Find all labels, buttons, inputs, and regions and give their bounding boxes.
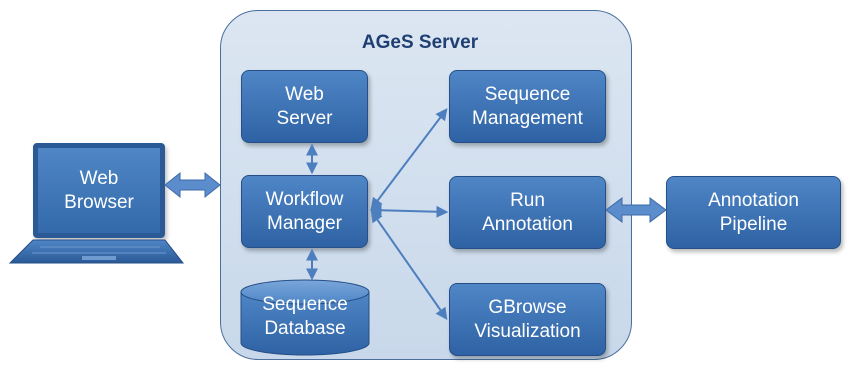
workflow-manager-label-line2: Manager [267,212,342,234]
sequence-database-cylinder [240,279,370,356]
sequence-database-label: Sequence Database [240,293,370,341]
run-annotation-box: Run Annotation [449,176,606,249]
run-annotation-label-line2: Annotation [482,213,573,235]
sequence-management-label-line2: Management [472,107,583,129]
sequence-management-label-line1: Sequence [484,83,571,105]
workflow-run-annotation-arrow [369,204,449,218]
annotation-pipeline-label-line1: Annotation [708,189,799,211]
workflow-manager-label-line1: Workflow [265,188,344,210]
sequence-management-box: Sequence Management [449,70,606,143]
annotation-pipeline-box: Annotation Pipeline [666,176,841,249]
workflow-gbrowse-arrow [370,210,448,320]
ages-server-title: AGeS Server [361,32,479,53]
workflow-manager-box: Workflow Manager [241,175,368,248]
sequence-database-label-line2: Database [264,318,346,339]
gbrowse-visualization-box: GBrowse Visualization [449,283,606,356]
gbrowse-visualization-label-line2: Visualization [474,320,581,342]
web-browser-label-line1: Web [79,167,119,189]
annotation-pipeline-label-line2: Pipeline [719,213,788,235]
web-server-label-line1: Web [285,83,324,105]
annotation-pipeline-double-arrow [605,197,667,223]
workflow-sequence-management-arrow [370,108,448,210]
sequence-database-label-line1: Sequence [262,294,348,315]
web-server-label-line2: Server [276,107,333,129]
gbrowse-visualization-label-line1: GBrowse [488,296,567,318]
web-server-box: Web Server [241,70,368,143]
run-annotation-label-line1: Run [510,189,545,211]
web-browser-label-line2: Browser [64,191,134,213]
web-browser-screen: Web Browser [33,143,165,238]
browser-server-double-arrow [164,171,221,199]
